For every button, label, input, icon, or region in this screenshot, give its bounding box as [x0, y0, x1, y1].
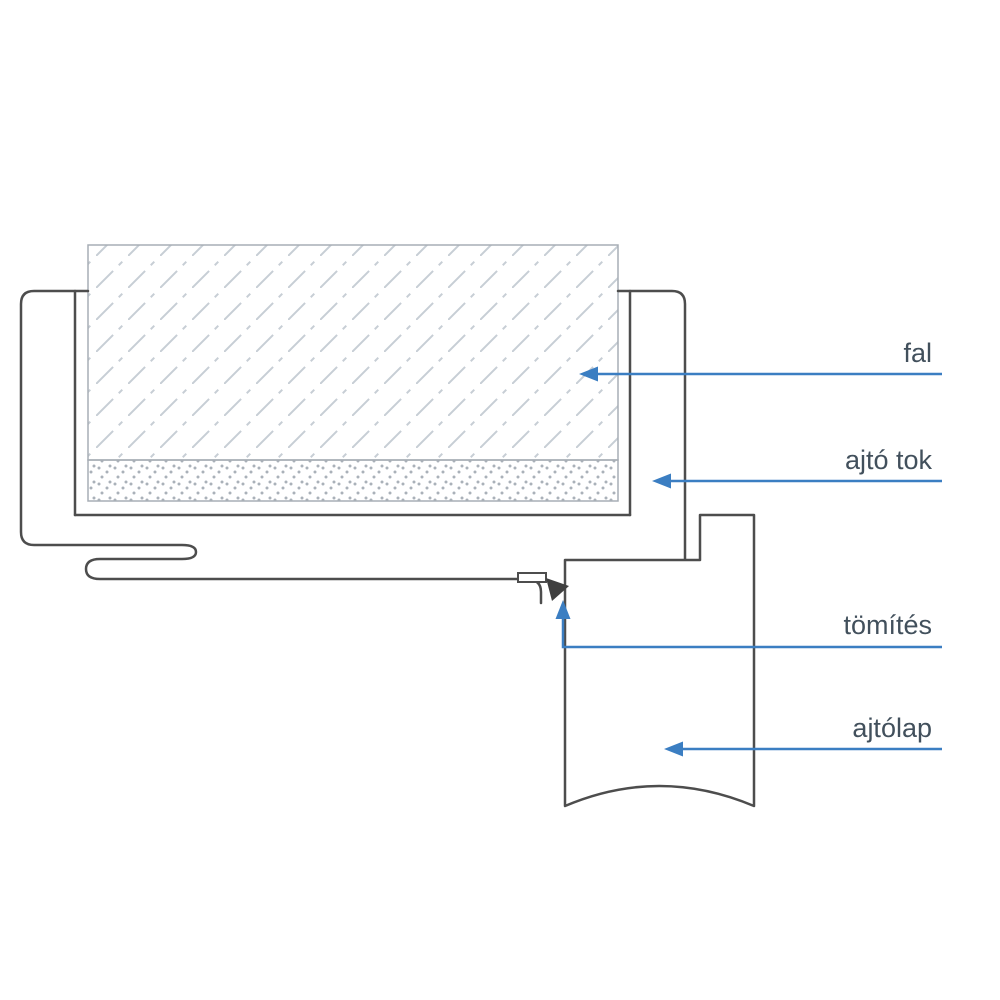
- leader-line-tomites: [561, 617, 942, 649]
- leader-ajto-tok: ajtó tok: [652, 445, 942, 489]
- seal-detail: [517, 572, 569, 601]
- leader-ajtolap: ajtólap: [664, 713, 942, 757]
- door-frame-right-profile: [616, 289, 687, 562]
- label-fal: fal: [903, 338, 932, 368]
- arrow-left-icon: [652, 473, 671, 489]
- door-frame-left-profile: [19, 289, 543, 605]
- label-ajtolap: ajtólap: [852, 713, 932, 743]
- leader-tomites: tömítés: [555, 600, 942, 649]
- door-frame-profile: [19, 289, 687, 605]
- wall-hatch-section: [87, 244, 619, 461]
- label-tomites: tömítés: [843, 610, 932, 640]
- seal-groove-profile: [517, 572, 547, 583]
- arrow-left-icon: [579, 366, 598, 382]
- mortar-dot-band: [87, 459, 619, 502]
- arrow-up-icon: [555, 600, 571, 619]
- label-ajto-tok: ajtó tok: [845, 445, 933, 475]
- leader-fal: fal: [579, 338, 942, 382]
- arrow-left-icon: [664, 741, 683, 757]
- door-leaf: [563, 513, 756, 808]
- seal-wedge: [546, 578, 569, 601]
